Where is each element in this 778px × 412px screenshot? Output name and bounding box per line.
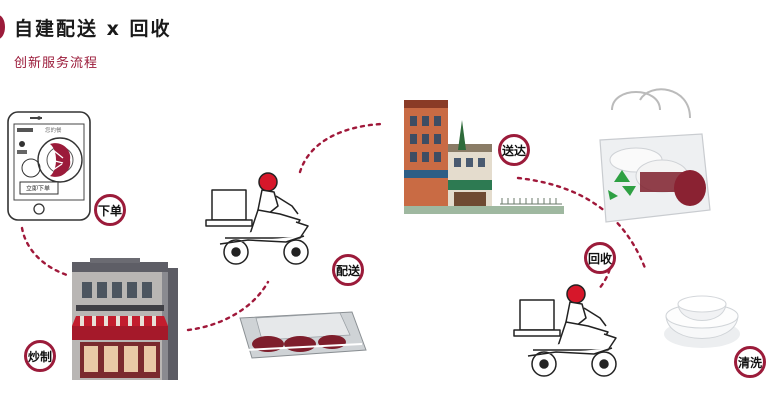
smartphone-illustration: 您的餐 立即下单 (7, 111, 91, 221)
title-marker (0, 15, 5, 39)
recycling-bag-illustration (599, 88, 711, 223)
phone-order-button: 立即下单 (26, 185, 50, 193)
step-badge-cook: 炒制 (24, 340, 56, 372)
connector-ride-to-deliver (298, 122, 384, 174)
step-badge-recycle: 回收 (584, 242, 616, 274)
connector-order-to-cook (20, 226, 72, 278)
step-badge-wash: 清洗 (734, 346, 766, 378)
return-rider-illustration (513, 284, 617, 377)
street-buildings-illustration (404, 100, 564, 214)
step-badge-order: 下单 (94, 194, 126, 226)
step-badge-arrive: 送达 (498, 134, 530, 166)
delivery-rider-illustration (205, 172, 309, 265)
food-container-illustration (239, 311, 367, 359)
connector-deliver-to-recycle (516, 176, 647, 270)
step-badge-deliver-ride: 配送 (332, 254, 364, 286)
phone-header-text: 您的餐 (45, 126, 62, 134)
connector-cook-to-ride (186, 280, 270, 332)
clean-bowls-illustration (664, 295, 740, 348)
page-title: 自建配送 x 回收 (14, 18, 172, 40)
restaurant-building-illustration (72, 258, 178, 380)
page-subtitle: 创新服务流程 (14, 56, 99, 71)
